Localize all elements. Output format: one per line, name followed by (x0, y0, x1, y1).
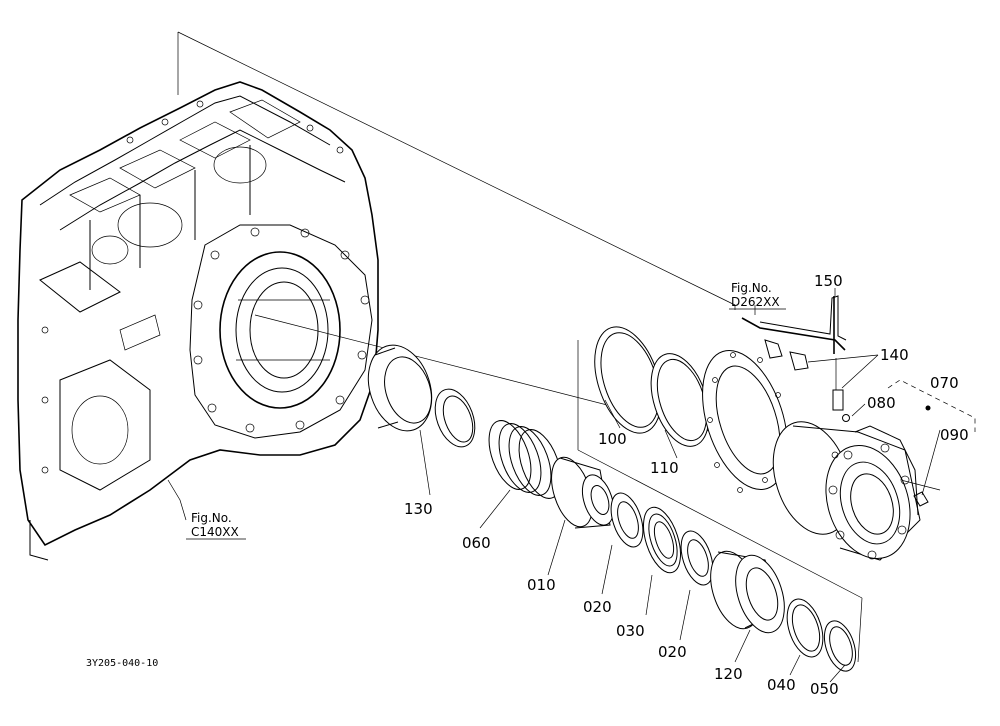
label-040: 040 (767, 676, 796, 694)
label-050: 050 (810, 680, 839, 698)
label-020-a: 020 (583, 598, 612, 616)
part-090-plug (913, 491, 929, 507)
label-110: 110 (650, 459, 679, 477)
fig-ref-d262-line2: D262XX (731, 295, 780, 309)
part-050-o-ring (823, 620, 857, 672)
part-080-ball (842, 405, 931, 422)
label-010: 010 (527, 576, 556, 594)
part-040-o-ring (786, 598, 824, 658)
part-labels: 150 140 070 080 090 100 110 130 060 010 … (404, 272, 969, 698)
label-080: 080 (867, 394, 896, 412)
transmission-case (17, 81, 379, 561)
part-110-ring (650, 353, 710, 447)
label-030: 030 (616, 622, 645, 640)
gasket (702, 350, 788, 493)
fig-ref-c140[interactable]: Fig.No. C140XX (186, 511, 246, 540)
part-020-washer-b (680, 530, 714, 586)
label-100: 100 (598, 430, 627, 448)
label-140: 140 (880, 346, 909, 364)
label-060: 060 (462, 534, 491, 552)
fig-ref-d262[interactable]: Fig.No. D262XX (729, 281, 786, 310)
case-bolt-holes (41, 100, 370, 474)
label-150: 150 (814, 272, 843, 290)
drawing-code: 3Y205-040-10 (86, 658, 158, 669)
label-130: 130 (404, 500, 433, 518)
part-130-oil-seal (367, 344, 476, 448)
part-060-spring (488, 420, 562, 499)
part-150-pipe (741, 295, 847, 354)
label-090: 090 (940, 426, 969, 444)
label-120: 120 (714, 665, 743, 683)
part-010-hub (551, 456, 615, 529)
part-140-fittings (764, 339, 844, 411)
part-020-washer-a (610, 492, 644, 548)
fig-ref-d262-line1: Fig.No. (731, 281, 772, 295)
leader-lines (167, 288, 941, 683)
part-100-ring (594, 326, 662, 434)
fig-ref-c140-line2: C140XX (191, 525, 239, 539)
fig-ref-c140-line1: Fig.No. (191, 511, 232, 525)
part-120-piston (710, 550, 785, 634)
part-030-thrust-bearing (643, 506, 681, 574)
label-070: 070 (930, 374, 959, 392)
label-020-b: 020 (658, 643, 687, 661)
part-070-cylinder-housing (772, 421, 921, 561)
